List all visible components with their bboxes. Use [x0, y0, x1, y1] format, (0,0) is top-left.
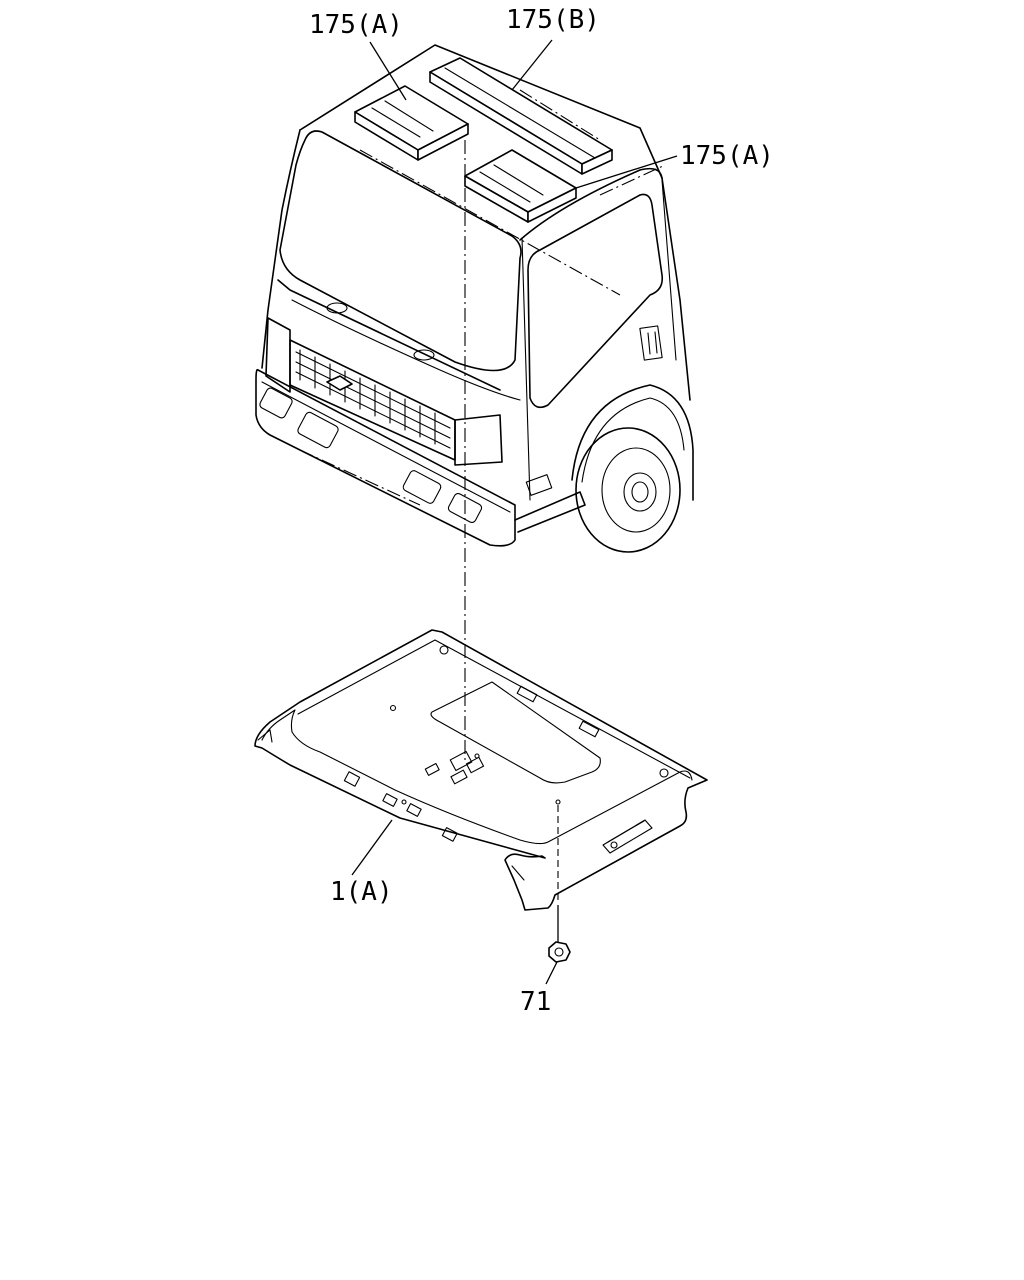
headlining — [254, 629, 708, 911]
callout-175a-front: 175(A) — [680, 141, 774, 171]
callout-71: 71 — [520, 987, 551, 1017]
leader-175a-front — [575, 155, 678, 189]
reference-line-lower — [299, 449, 421, 506]
leader-175b — [511, 39, 553, 91]
leader-1a — [351, 819, 393, 876]
callout-175b: 175(B) — [506, 5, 600, 35]
roof-insulator-175a-rear — [354, 85, 469, 161]
reference-line-insulators — [359, 89, 666, 296]
leader-175a-rear — [369, 41, 407, 101]
callout-1a: 1(A) — [330, 877, 393, 907]
roof-insulator-175b — [429, 57, 613, 175]
truck-cab — [255, 44, 694, 553]
leader-71 — [545, 961, 558, 985]
callout-175a-rear: 175(A) — [309, 10, 403, 40]
clip-71 — [548, 941, 571, 963]
